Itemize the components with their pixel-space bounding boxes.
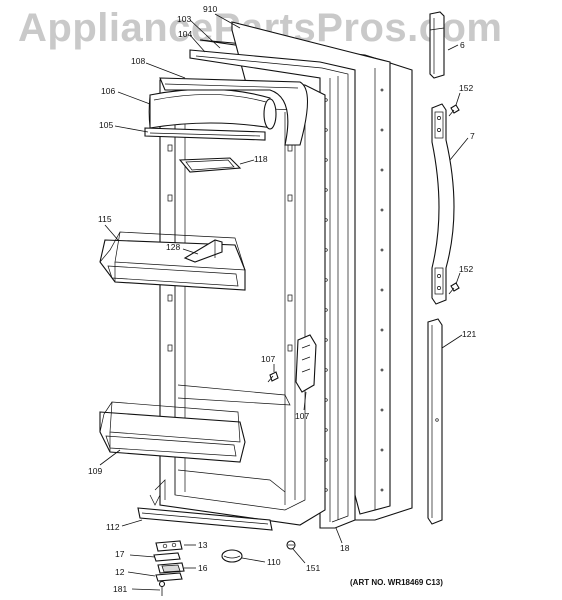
leader-lines xyxy=(99,13,469,591)
callout-107-upper: 107 xyxy=(261,354,275,364)
callout-105: 105 xyxy=(99,120,113,130)
screws-152 xyxy=(448,104,460,295)
callout-16: 16 xyxy=(198,563,208,573)
dairy-frame xyxy=(159,77,308,146)
callout-128: 128 xyxy=(166,242,180,252)
door-liner xyxy=(154,79,326,526)
callout-labels: 910 103 104 108 106 105 118 115 128 107 … xyxy=(88,4,476,594)
hinge-parts xyxy=(153,540,185,596)
callout-12: 12 xyxy=(115,567,125,577)
callout-6: 6 xyxy=(460,40,465,50)
callout-17: 17 xyxy=(115,549,125,559)
callout-121: 121 xyxy=(462,329,476,339)
art-number: (ART NO. WR18469 C13) xyxy=(350,578,443,587)
door-cam-bracket xyxy=(295,334,317,393)
callout-110: 110 xyxy=(267,557,281,567)
door-handle xyxy=(431,103,455,305)
callout-115: 115 xyxy=(98,214,112,224)
callout-107-lower: 107 xyxy=(295,411,309,421)
butter-tray xyxy=(178,157,242,173)
callout-18: 18 xyxy=(340,543,350,553)
callout-112: 112 xyxy=(106,522,120,532)
lower-door-bin xyxy=(99,401,246,463)
handle-cap xyxy=(429,11,445,79)
screw-151 xyxy=(286,540,296,550)
handle-trim xyxy=(427,318,443,525)
dairy-hinge-bar xyxy=(144,127,266,141)
callout-104: 104 xyxy=(178,29,192,39)
callout-13: 13 xyxy=(198,540,208,550)
door-stop xyxy=(221,549,243,563)
callout-108: 108 xyxy=(131,56,145,66)
dairy-door xyxy=(148,88,277,130)
callout-181: 181 xyxy=(113,584,127,594)
callout-151: 151 xyxy=(306,563,320,573)
bottom-trim xyxy=(137,494,273,531)
callout-152-lower: 152 xyxy=(459,264,473,274)
callout-103: 103 xyxy=(177,14,191,24)
callout-118: 118 xyxy=(254,154,268,164)
callout-152-upper: 152 xyxy=(459,83,473,93)
callout-106: 106 xyxy=(101,86,115,96)
screw-107 xyxy=(267,371,279,383)
callout-109: 109 xyxy=(88,466,102,476)
callout-910: 910 xyxy=(203,4,217,14)
callout-7: 7 xyxy=(470,131,475,141)
bin-divider xyxy=(183,239,223,263)
